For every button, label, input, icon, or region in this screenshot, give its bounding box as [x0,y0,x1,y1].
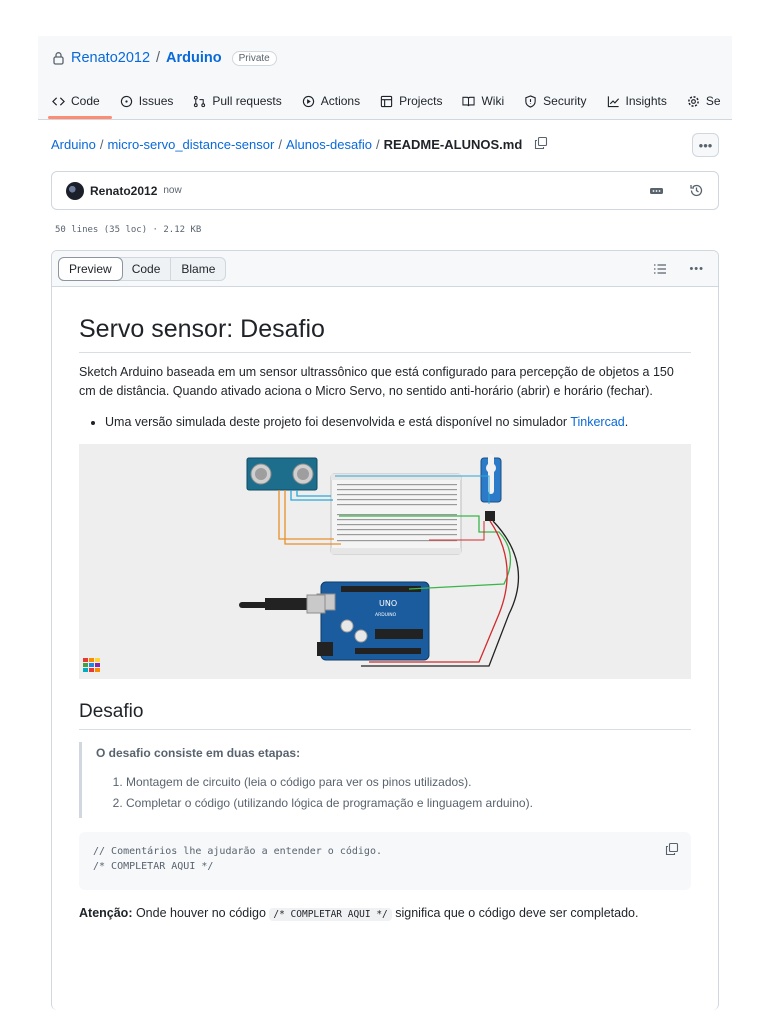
issue-icon [120,95,132,107]
tab-label: Wiki [481,94,505,108]
section-heading: Desafio [79,701,691,730]
copy-icon [535,136,548,150]
commit-author[interactable]: Renato2012 [90,183,158,198]
graph-icon [607,95,619,107]
breadcrumb-link-root[interactable]: Arduino [51,136,96,152]
commit-time: now [163,185,182,196]
latest-commit-box: Renato2012 now [51,171,719,210]
list-item: Completar o código (utilizando lógica de… [126,793,677,814]
list-item: Uma versão simulada deste projeto foi de… [105,413,691,432]
readme-bullet-list: Uma versão simulada deste projeto foi de… [79,413,691,432]
board-sub: ARDUINO [375,612,397,618]
breadcrumb-separator: / [375,136,380,152]
readme-description: Sketch Arduino baseada em um sensor ultr… [79,365,674,398]
inline-code: /* COMPLETAR AQUI */ [269,908,392,921]
tab-label: Security [543,94,587,108]
attention-label: Atenção: [79,906,133,920]
readme-content: Servo sensor: Desafio Sketch Arduino bas… [52,287,718,921]
avatar[interactable] [66,181,84,200]
tab-label: Pull requests [212,94,282,108]
tab-wiki[interactable]: Wiki [462,92,504,110]
blockquote-title: O desafio consiste em duas etapas: [96,746,301,760]
visibility-badge: Private [231,50,277,66]
outline-list-icon[interactable] [653,263,667,275]
blame-button[interactable]: Blame [170,257,225,280]
shield-icon [525,94,536,108]
gear-icon [687,95,699,107]
tab-settings[interactable]: Se [687,92,721,110]
copy-icon [665,842,679,856]
repo-owner-link[interactable]: Renato2012 [71,50,151,66]
tab-label: Actions [320,94,361,108]
file-toolbar: Preview Code Blame ••• [52,251,718,287]
tab-pull-requests[interactable]: Pull requests [193,92,282,110]
breadcrumb-current-file: README-ALUNOS.md [383,136,523,152]
breadcrumb-link-folder[interactable]: micro-servo_distance-sensor [107,136,275,152]
more-options-button[interactable]: ••• [692,133,719,157]
readme-title: Servo sensor: Desafio [79,287,691,353]
active-tab-indicator [48,116,112,119]
breadcrumb-separator: / [99,136,104,152]
blockquote: O desafio consiste em duas etapas: Monta… [79,742,691,818]
tab-label: Projects [399,94,443,108]
table-icon [380,95,393,107]
play-icon [302,95,314,107]
copy-code-button[interactable] [665,842,679,861]
breadcrumb-separator: / [278,136,282,152]
attention-pre: Onde houver no código [132,906,270,920]
repo-name-link[interactable]: Arduino [166,50,222,66]
code-line: /* COMPLETAR AQUI */ [93,861,214,872]
preview-button[interactable]: Preview [58,256,123,281]
attention-note: Atenção: Onde houver no código /* COMPLE… [79,906,691,921]
tab-code[interactable]: Code [52,92,100,110]
repo-tabs: Code Issues Pull requests Actions Projec… [52,92,732,110]
tab-actions[interactable]: Actions [302,92,360,110]
tab-security[interactable]: Security [524,92,587,110]
history-icon[interactable] [689,183,704,198]
bullet-end: . [624,415,629,429]
bullet-text: Uma versão simulada deste projeto foi de… [105,415,571,429]
repo-title: Renato2012 / Arduino Private [52,50,277,66]
code-line: // Comentários lhe ajudarão a entender o… [93,846,382,857]
lock-icon [53,52,64,65]
breadcrumb-link-subfolder[interactable]: Alunos-desafio [285,136,372,152]
pull-request-icon [194,95,206,107]
code-button[interactable]: Code [131,261,161,276]
tinkercad-logo [83,658,100,672]
breadcrumb: Arduino / micro-servo_distance-sensor / … [51,136,550,152]
repo-header: Renato2012 / Arduino Private Code Issues… [38,36,732,120]
code-icon [52,96,65,106]
tab-label: Code [71,94,100,108]
tab-issues[interactable]: Issues [120,92,174,110]
tinkercad-link[interactable]: Tinkercad [570,415,625,429]
board-brand: UNO [379,599,397,608]
tab-projects[interactable]: Projects [380,92,442,110]
list-item: Montagem de circuito (leia o código para… [126,772,677,793]
code-block: // Comentários lhe ajudarão a entender o… [79,832,691,890]
book-icon [462,96,476,106]
commit-message-toggle-icon[interactable] [649,186,665,196]
repo-separator: / [156,50,161,66]
kebab-icon[interactable]: ••• [689,262,704,275]
view-mode-switch: Preview Code Blame [58,256,227,281]
tab-label: Issues [138,94,174,108]
tab-label: Se [705,94,721,108]
tab-insights[interactable]: Insights [607,92,667,110]
tab-label: Insights [625,94,667,108]
circuit-image[interactable]: UNO ARDUINO [79,444,691,679]
kebab-icon: ••• [698,137,713,153]
circuit-diagram: UNO ARDUINO [83,454,520,672]
copy-path-button[interactable] [534,136,550,152]
steps-list: Montagem de circuito (leia o código para… [96,772,677,814]
attention-post: significa que o código deve ser completa… [391,906,639,920]
file-info: 50 lines (35 loc) · 2.12 KB [55,225,202,235]
file-viewer: Preview Code Blame ••• Servo sensor: Des… [51,250,719,1010]
